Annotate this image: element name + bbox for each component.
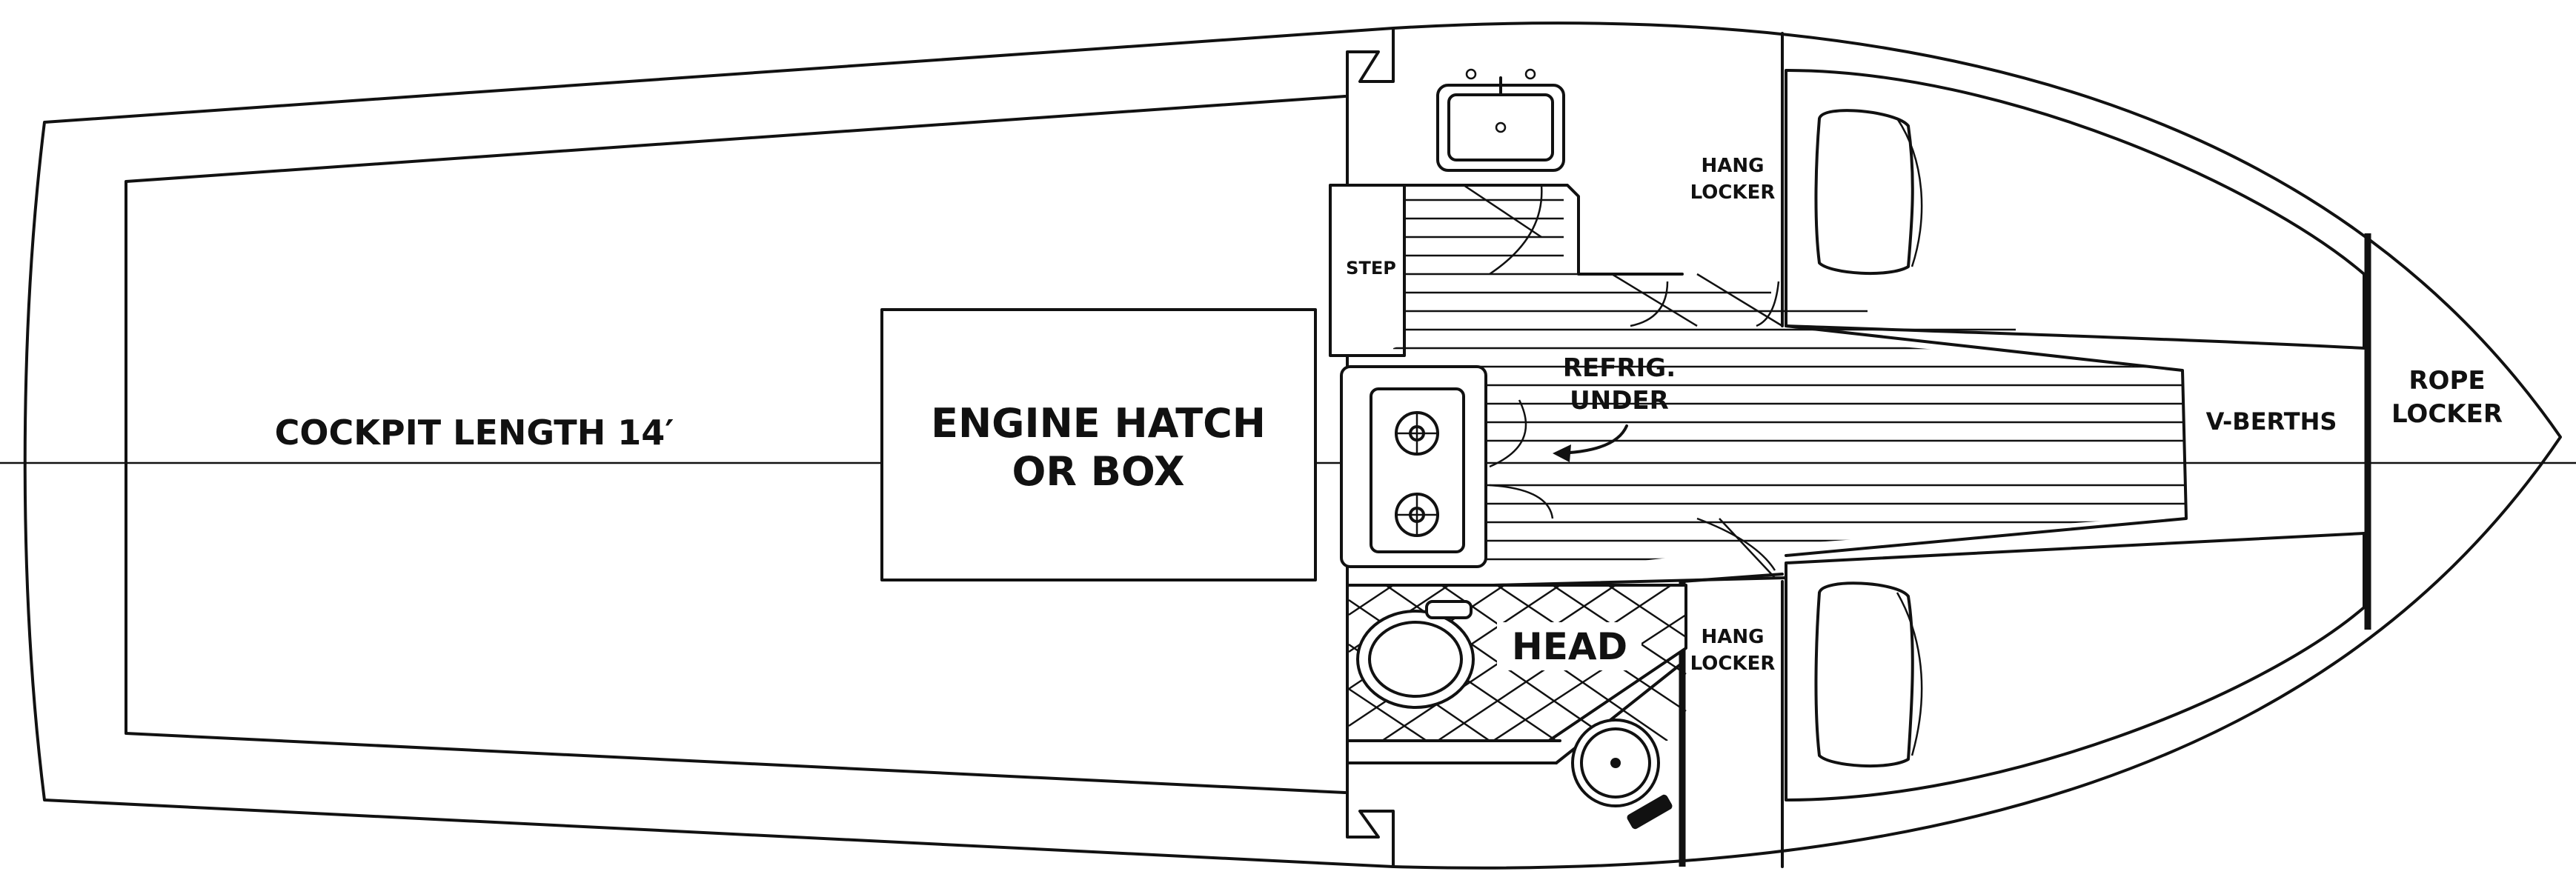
door-swing <box>1463 184 1543 276</box>
v-berths-label: V-BERTHS <box>2206 407 2337 436</box>
upper-counter <box>1403 184 1684 276</box>
berth-upper <box>1785 69 2366 350</box>
arrow-icon <box>1553 424 1628 462</box>
stove <box>1370 387 1465 553</box>
door-swing <box>1489 399 1527 468</box>
door-swing <box>1696 517 1776 579</box>
hang-locker-upper-label-line2: LOCKER <box>1690 181 1776 204</box>
cockpit-coaming <box>125 95 1347 794</box>
pillow-icon <box>1814 581 1923 768</box>
pillow-icon <box>1814 109 1923 276</box>
sink-icon <box>1436 68 1565 172</box>
rope-locker-label-line2: LOCKER <box>2391 399 2503 429</box>
engine-hatch-label-line2: OR BOX <box>1012 448 1184 495</box>
cockpit-label: COCKPIT LENGTH 14′ <box>275 413 674 453</box>
refrig-label-line2: UNDER <box>1570 386 1669 416</box>
head-label: HEAD <box>1512 625 1627 668</box>
berth-edge-upper <box>1785 324 2188 557</box>
door-swing <box>1696 273 1783 327</box>
bulkhead-bottom <box>1346 791 1395 868</box>
door-swing <box>1611 273 1698 327</box>
step-box <box>1329 184 1406 357</box>
door-swing <box>1489 484 1554 519</box>
upper-sole-planks <box>1404 199 2016 331</box>
rope-locker-label-line1: ROPE <box>2409 366 2485 396</box>
engine-hatch-label-line1: ENGINE HATCH <box>931 400 1266 447</box>
hatch-icon <box>1571 719 1673 830</box>
stove-burner-icon <box>1395 411 1439 456</box>
bulkhead-top <box>1346 28 1395 98</box>
hull-outline <box>23 21 2562 870</box>
refrig-label-line1: REFRIG. <box>1563 353 1676 383</box>
toilet-icon <box>1356 600 1475 709</box>
stove-burner-icon <box>1395 493 1439 537</box>
hang-locker-upper-label-line1: HANG <box>1702 155 1765 177</box>
berth-lower <box>1785 532 2366 801</box>
hang-locker-lower-top <box>1681 573 1784 583</box>
hang-locker-lower-label-line1: HANG <box>1702 626 1765 648</box>
step-label: STEP <box>1346 258 1396 279</box>
engine-hatch <box>880 308 1317 581</box>
hang-locker-lower-label-line2: LOCKER <box>1690 653 1776 675</box>
head-label-bg <box>1497 622 1641 670</box>
